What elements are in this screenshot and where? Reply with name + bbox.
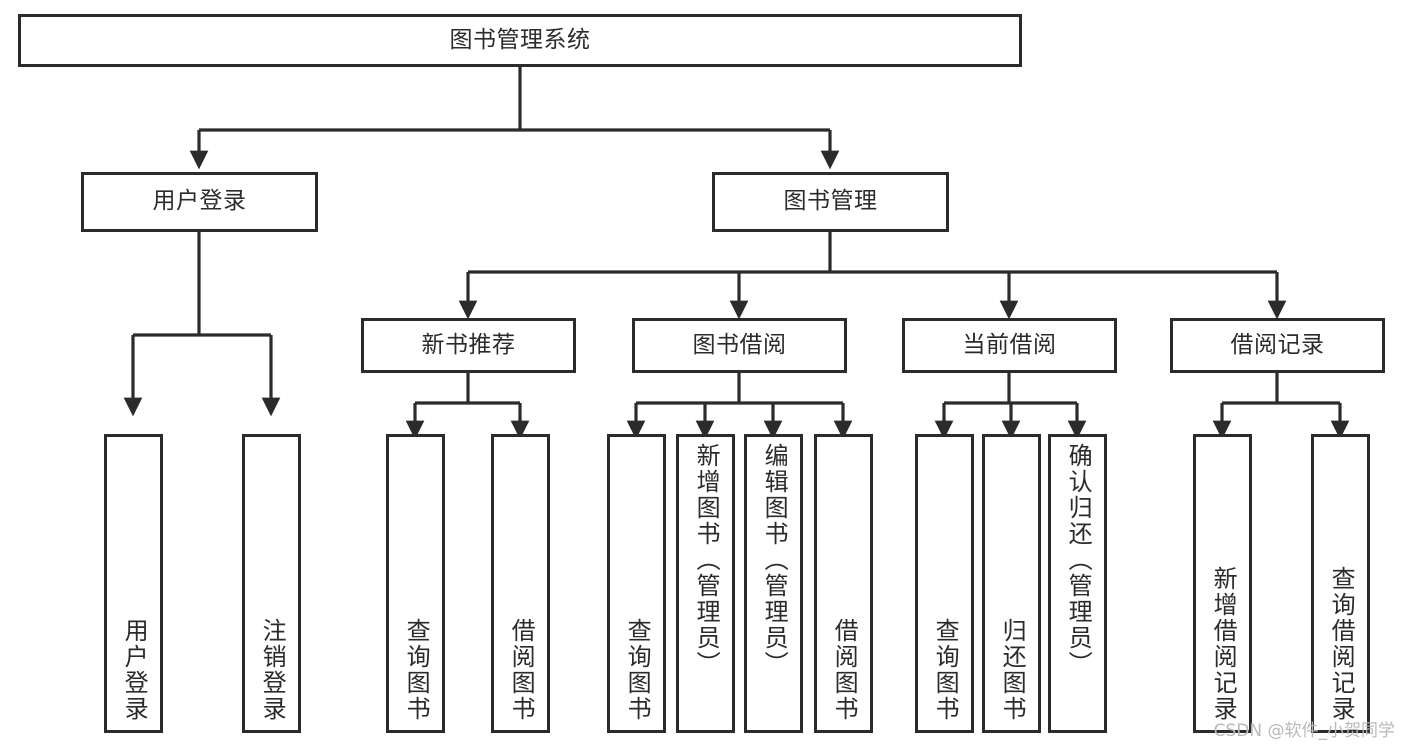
node-borrow-record[interactable]: 借阅记录 xyxy=(1170,318,1385,373)
node-user-login[interactable]: 用户登录 xyxy=(81,172,318,232)
leaf-query-book-1-label: 查询图书 xyxy=(402,618,431,722)
node-new-book-recommend-label: 新书推荐 xyxy=(421,331,516,358)
leaf-borrow-book-1-label: 借阅图书 xyxy=(507,618,536,722)
leaf-logout-login[interactable]: 注销登录 xyxy=(242,434,301,733)
node-user-login-label: 用户登录 xyxy=(152,188,247,215)
leaf-query-book-3-label: 查询图书 xyxy=(931,618,960,722)
leaf-add-book[interactable]: 新增图书（管理员） xyxy=(676,434,735,733)
leaf-user-login-label: 用户登录 xyxy=(120,618,149,722)
leaf-query-book-3[interactable]: 查询图书 xyxy=(915,434,974,733)
leaf-edit-book-label: 编辑图书（管理员） xyxy=(760,443,789,677)
leaf-confirm-return-label: 确认归还（管理员） xyxy=(1064,443,1093,677)
node-new-book-recommend[interactable]: 新书推荐 xyxy=(361,318,576,373)
leaf-logout-login-label: 注销登录 xyxy=(258,618,287,722)
leaf-add-book-label: 新增图书（管理员） xyxy=(692,443,721,677)
node-root[interactable]: 图书管理系统 xyxy=(18,14,1022,67)
leaf-edit-book[interactable]: 编辑图书（管理员） xyxy=(744,434,803,733)
node-root-label: 图书管理系统 xyxy=(449,26,591,53)
leaf-query-book-2-label: 查询图书 xyxy=(623,618,652,722)
leaf-user-login[interactable]: 用户登录 xyxy=(104,434,163,733)
node-book-management-label: 图书管理 xyxy=(783,188,878,215)
node-current-borrow-label: 当前借阅 xyxy=(962,331,1057,358)
leaf-query-record-label: 查询借阅记录 xyxy=(1327,566,1356,722)
leaf-return-book-label: 归还图书 xyxy=(998,618,1027,722)
leaf-add-record[interactable]: 新增借阅记录 xyxy=(1193,434,1252,733)
leaf-borrow-book-2-label: 借阅图书 xyxy=(830,618,859,722)
leaf-return-book[interactable]: 归还图书 xyxy=(982,434,1041,733)
node-book-management[interactable]: 图书管理 xyxy=(712,172,949,232)
node-book-borrow[interactable]: 图书借阅 xyxy=(632,318,847,373)
watermark-text: CSDN @软件_小贺同学 xyxy=(1213,721,1395,741)
leaf-borrow-book-2[interactable]: 借阅图书 xyxy=(814,434,873,733)
leaf-borrow-book-1[interactable]: 借阅图书 xyxy=(491,434,550,733)
leaf-query-book-2[interactable]: 查询图书 xyxy=(607,434,666,733)
node-current-borrow[interactable]: 当前借阅 xyxy=(902,318,1117,373)
leaf-add-record-label: 新增借阅记录 xyxy=(1209,566,1238,722)
leaf-confirm-return[interactable]: 确认归还（管理员） xyxy=(1048,434,1107,733)
node-book-borrow-label: 图书借阅 xyxy=(692,331,787,358)
leaf-query-book-1[interactable]: 查询图书 xyxy=(386,434,445,733)
node-borrow-record-label: 借阅记录 xyxy=(1230,331,1325,358)
leaf-query-record[interactable]: 查询借阅记录 xyxy=(1311,434,1370,733)
